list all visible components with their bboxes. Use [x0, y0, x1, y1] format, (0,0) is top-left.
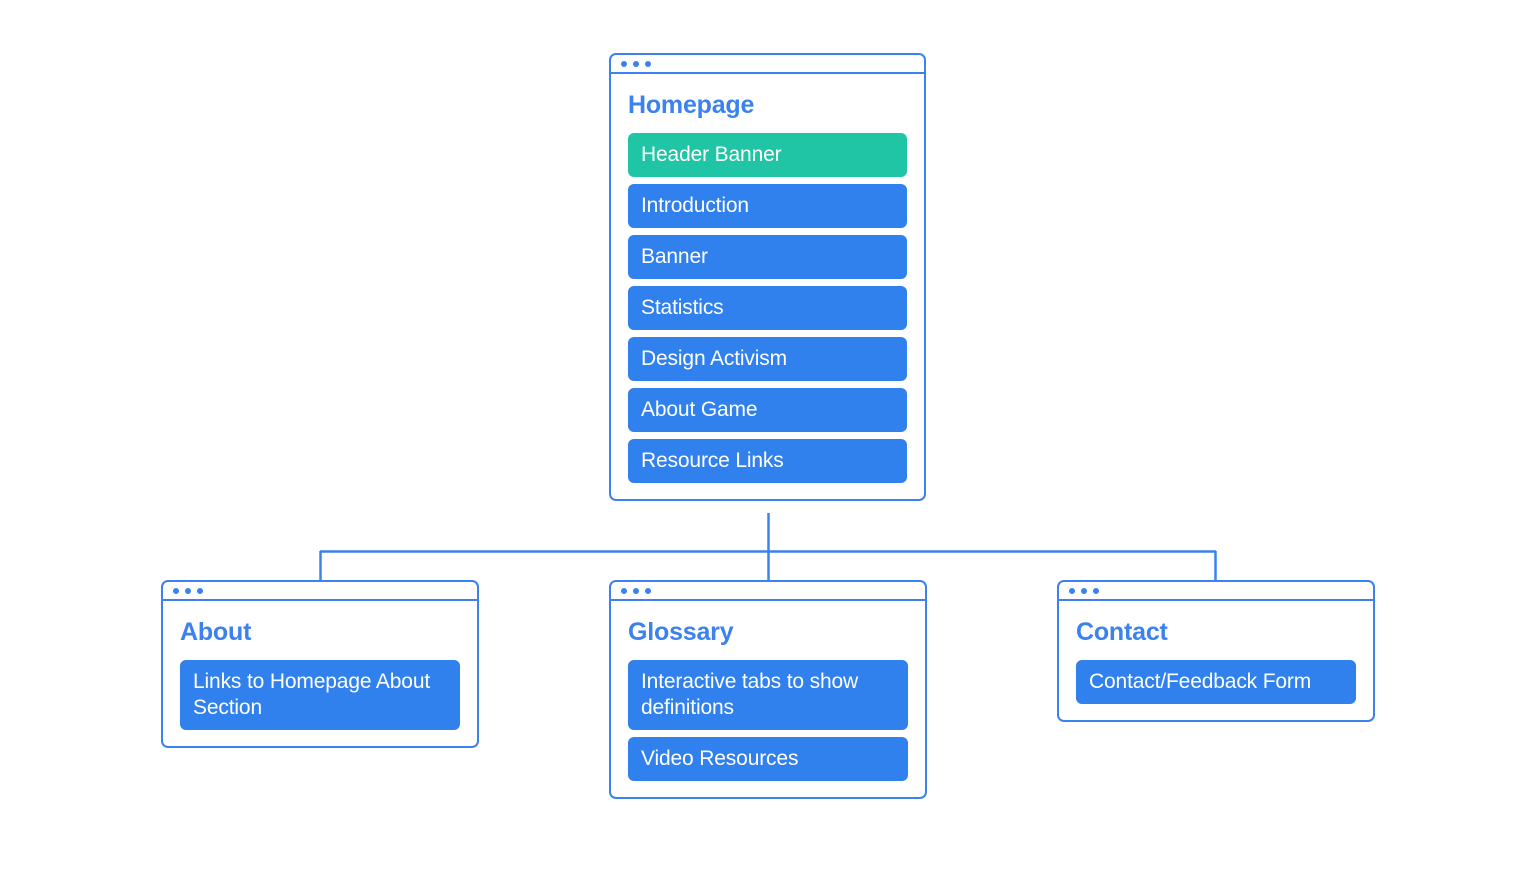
list-item[interactable]: Video Resources	[628, 737, 908, 781]
card-glossary[interactable]: Glossary Interactive tabs to show defini…	[609, 580, 927, 799]
section-list: Links to Homepage About Section	[180, 660, 460, 730]
list-item[interactable]: Resource Links	[628, 439, 907, 483]
card-body: Contact Contact/Feedback Form	[1059, 601, 1373, 720]
window-dot-icon	[645, 587, 651, 594]
card-titlebar	[1059, 582, 1373, 601]
section-list: Contact/Feedback Form	[1076, 660, 1356, 704]
window-dot-icon	[633, 587, 639, 594]
window-dot-icon	[197, 587, 203, 594]
list-item[interactable]: About Game	[628, 388, 907, 432]
card-titlebar	[611, 582, 925, 601]
card-body: Glossary Interactive tabs to show defini…	[611, 601, 925, 797]
card-title: Contact	[1076, 618, 1168, 646]
list-item[interactable]: Contact/Feedback Form	[1076, 660, 1356, 704]
list-item[interactable]: Links to Homepage About Section	[180, 660, 460, 730]
window-dot-icon	[185, 587, 191, 594]
window-dot-icon	[173, 587, 179, 594]
section-list: Interactive tabs to show definitions Vid…	[628, 660, 908, 781]
window-dot-icon	[1093, 587, 1099, 594]
card-contact[interactable]: Contact Contact/Feedback Form	[1057, 580, 1375, 722]
window-dot-icon	[1081, 587, 1087, 594]
section-list: Header Banner Introduction Banner Statis…	[628, 133, 907, 483]
card-title: About	[180, 618, 252, 646]
window-dot-icon	[633, 60, 639, 67]
window-dot-icon	[621, 60, 627, 67]
card-body: Homepage Header Banner Introduction Bann…	[611, 74, 924, 499]
card-titlebar	[611, 55, 924, 74]
card-titlebar	[163, 582, 477, 601]
card-title: Glossary	[628, 618, 734, 646]
window-dot-icon	[645, 60, 651, 67]
card-homepage[interactable]: Homepage Header Banner Introduction Bann…	[609, 53, 926, 501]
card-title: Homepage	[628, 91, 755, 119]
card-about[interactable]: About Links to Homepage About Section	[161, 580, 479, 748]
window-dot-icon	[1069, 587, 1075, 594]
window-dot-icon	[621, 587, 627, 594]
list-item[interactable]: Interactive tabs to show definitions	[628, 660, 908, 730]
list-item[interactable]: Design Activism	[628, 337, 907, 381]
list-item[interactable]: Statistics	[628, 286, 907, 330]
list-item[interactable]: Header Banner	[628, 133, 907, 177]
list-item[interactable]: Banner	[628, 235, 907, 279]
card-body: About Links to Homepage About Section	[163, 601, 477, 746]
list-item[interactable]: Introduction	[628, 184, 907, 228]
